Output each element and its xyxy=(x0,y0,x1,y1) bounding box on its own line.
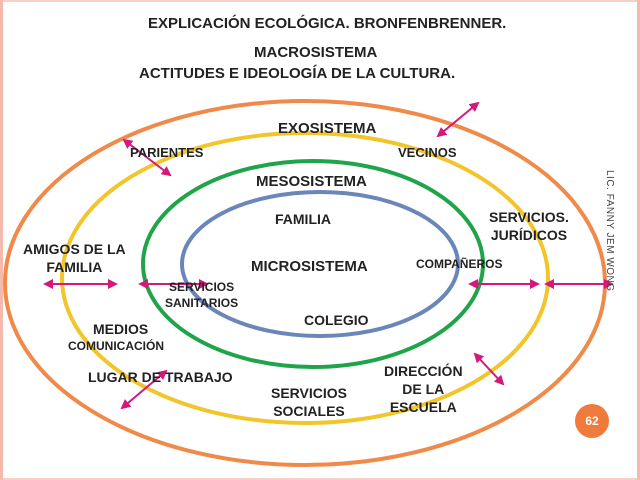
node-servicios-sociales: SERVICIOS SOCIALES xyxy=(271,384,347,420)
mesosystem-ring xyxy=(141,159,485,369)
arrow-vecinos xyxy=(436,101,480,138)
sociales-line1: SERVICIOS xyxy=(271,385,347,401)
arrow-direccion xyxy=(473,352,505,386)
node-familia: FAMILIA xyxy=(275,211,331,227)
node-lugar-trabajo: LUGAR DE TRABAJO xyxy=(88,369,233,385)
title-line-1: EXPLICACIÓN ECOLÓGICA. BRONFENBRENNER. xyxy=(148,15,507,32)
microsystem-ring xyxy=(180,190,460,338)
servicios-juridicos-line2: JURÍDICOS xyxy=(490,227,568,244)
amigos-line1: AMIGOS DE LA xyxy=(23,241,126,257)
sociales-line2: SOCIALES xyxy=(273,403,345,420)
page-number-badge: 62 xyxy=(575,404,609,438)
slide-frame-bottom xyxy=(0,478,640,480)
node-medios-label: MEDIOS xyxy=(93,321,149,337)
amigos-line2: FAMILIA xyxy=(46,259,103,276)
node-vecinos: VECINOS xyxy=(398,145,457,160)
direccion-line1: DIRECCIÓN xyxy=(384,363,463,379)
sanitarios-line1: SERVICIOS xyxy=(168,280,235,294)
author-credit: LIC. FANNY JEM WONG xyxy=(604,170,615,292)
title-line-3: ACTITUDES E IDEOLOGÍA DE LA CULTURA. xyxy=(139,65,456,82)
exosystem-label: EXOSISTEMA xyxy=(278,120,377,137)
mesosystem-label: MESOSISTEMA xyxy=(256,173,367,190)
title-macrosystem: MACROSISTEMA xyxy=(254,44,378,61)
direccion-line3: ESCUELA xyxy=(389,399,457,416)
node-parientes: PARIENTES xyxy=(130,145,204,160)
slide-border-right xyxy=(637,0,640,480)
exosystem-ring xyxy=(60,131,550,425)
servicios-juridicos-line1: SERVICIOS. xyxy=(489,209,569,225)
arrow-lugar-trabajo xyxy=(120,369,168,410)
node-colegio: COLEGIO xyxy=(304,312,369,328)
arrow-parientes xyxy=(122,138,172,177)
node-direccion-escuela: DIRECCIÓN DE LA ESCUELA xyxy=(384,362,463,417)
slide-border-left xyxy=(0,0,3,480)
node-servicios-sanitarios: SERVICIOS SANITARIOS xyxy=(165,280,238,311)
node-amigos-familia: AMIGOS DE LA FAMILIA xyxy=(23,240,126,276)
microsystem-label: MICROSISTEMA xyxy=(251,258,368,275)
node-servicios-juridicos: SERVICIOS. JURÍDICOS xyxy=(489,208,569,244)
sanitarios-line2: SANITARIOS xyxy=(165,295,239,310)
slide-frame-top xyxy=(0,0,640,2)
node-medios-comunicacion: COMUNICACIÓN xyxy=(68,339,164,353)
direccion-line2: DE LA xyxy=(402,381,445,398)
node-companeros: COMPAÑEROS xyxy=(416,257,503,271)
